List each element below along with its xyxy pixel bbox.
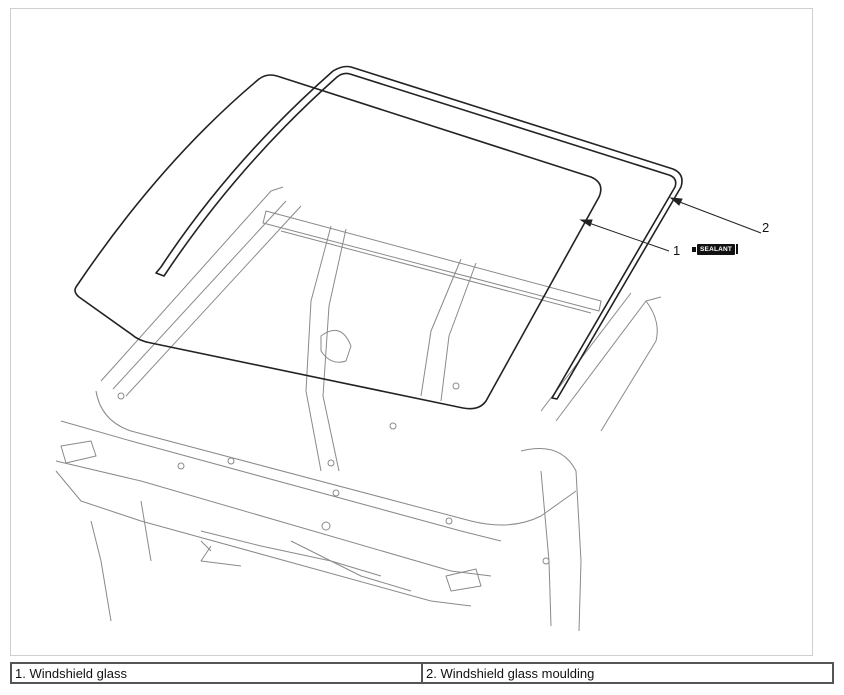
legend-item-windshield-moulding: 2. Windshield glass moulding bbox=[421, 664, 832, 682]
sealant-tube-icon: SEALANT bbox=[692, 243, 739, 255]
callout-2-number: 2 bbox=[762, 220, 770, 235]
sealant-label: SEALANT bbox=[697, 243, 736, 255]
diagram-figure bbox=[10, 8, 813, 656]
callout-1-number: 1 bbox=[673, 243, 681, 258]
windshield-moulding bbox=[155, 65, 683, 400]
parts-legend-table: 1. Windshield glass 2. Windshield glass … bbox=[10, 662, 834, 684]
windshield-glass bbox=[74, 74, 602, 410]
arrowhead-1 bbox=[579, 219, 593, 227]
windshield-diagram bbox=[55, 65, 762, 632]
arrowhead-2 bbox=[669, 197, 683, 206]
vehicle-body-outline bbox=[55, 186, 662, 632]
legend-item-windshield-glass: 1. Windshield glass bbox=[15, 666, 127, 681]
callout-leaders bbox=[579, 197, 762, 252]
